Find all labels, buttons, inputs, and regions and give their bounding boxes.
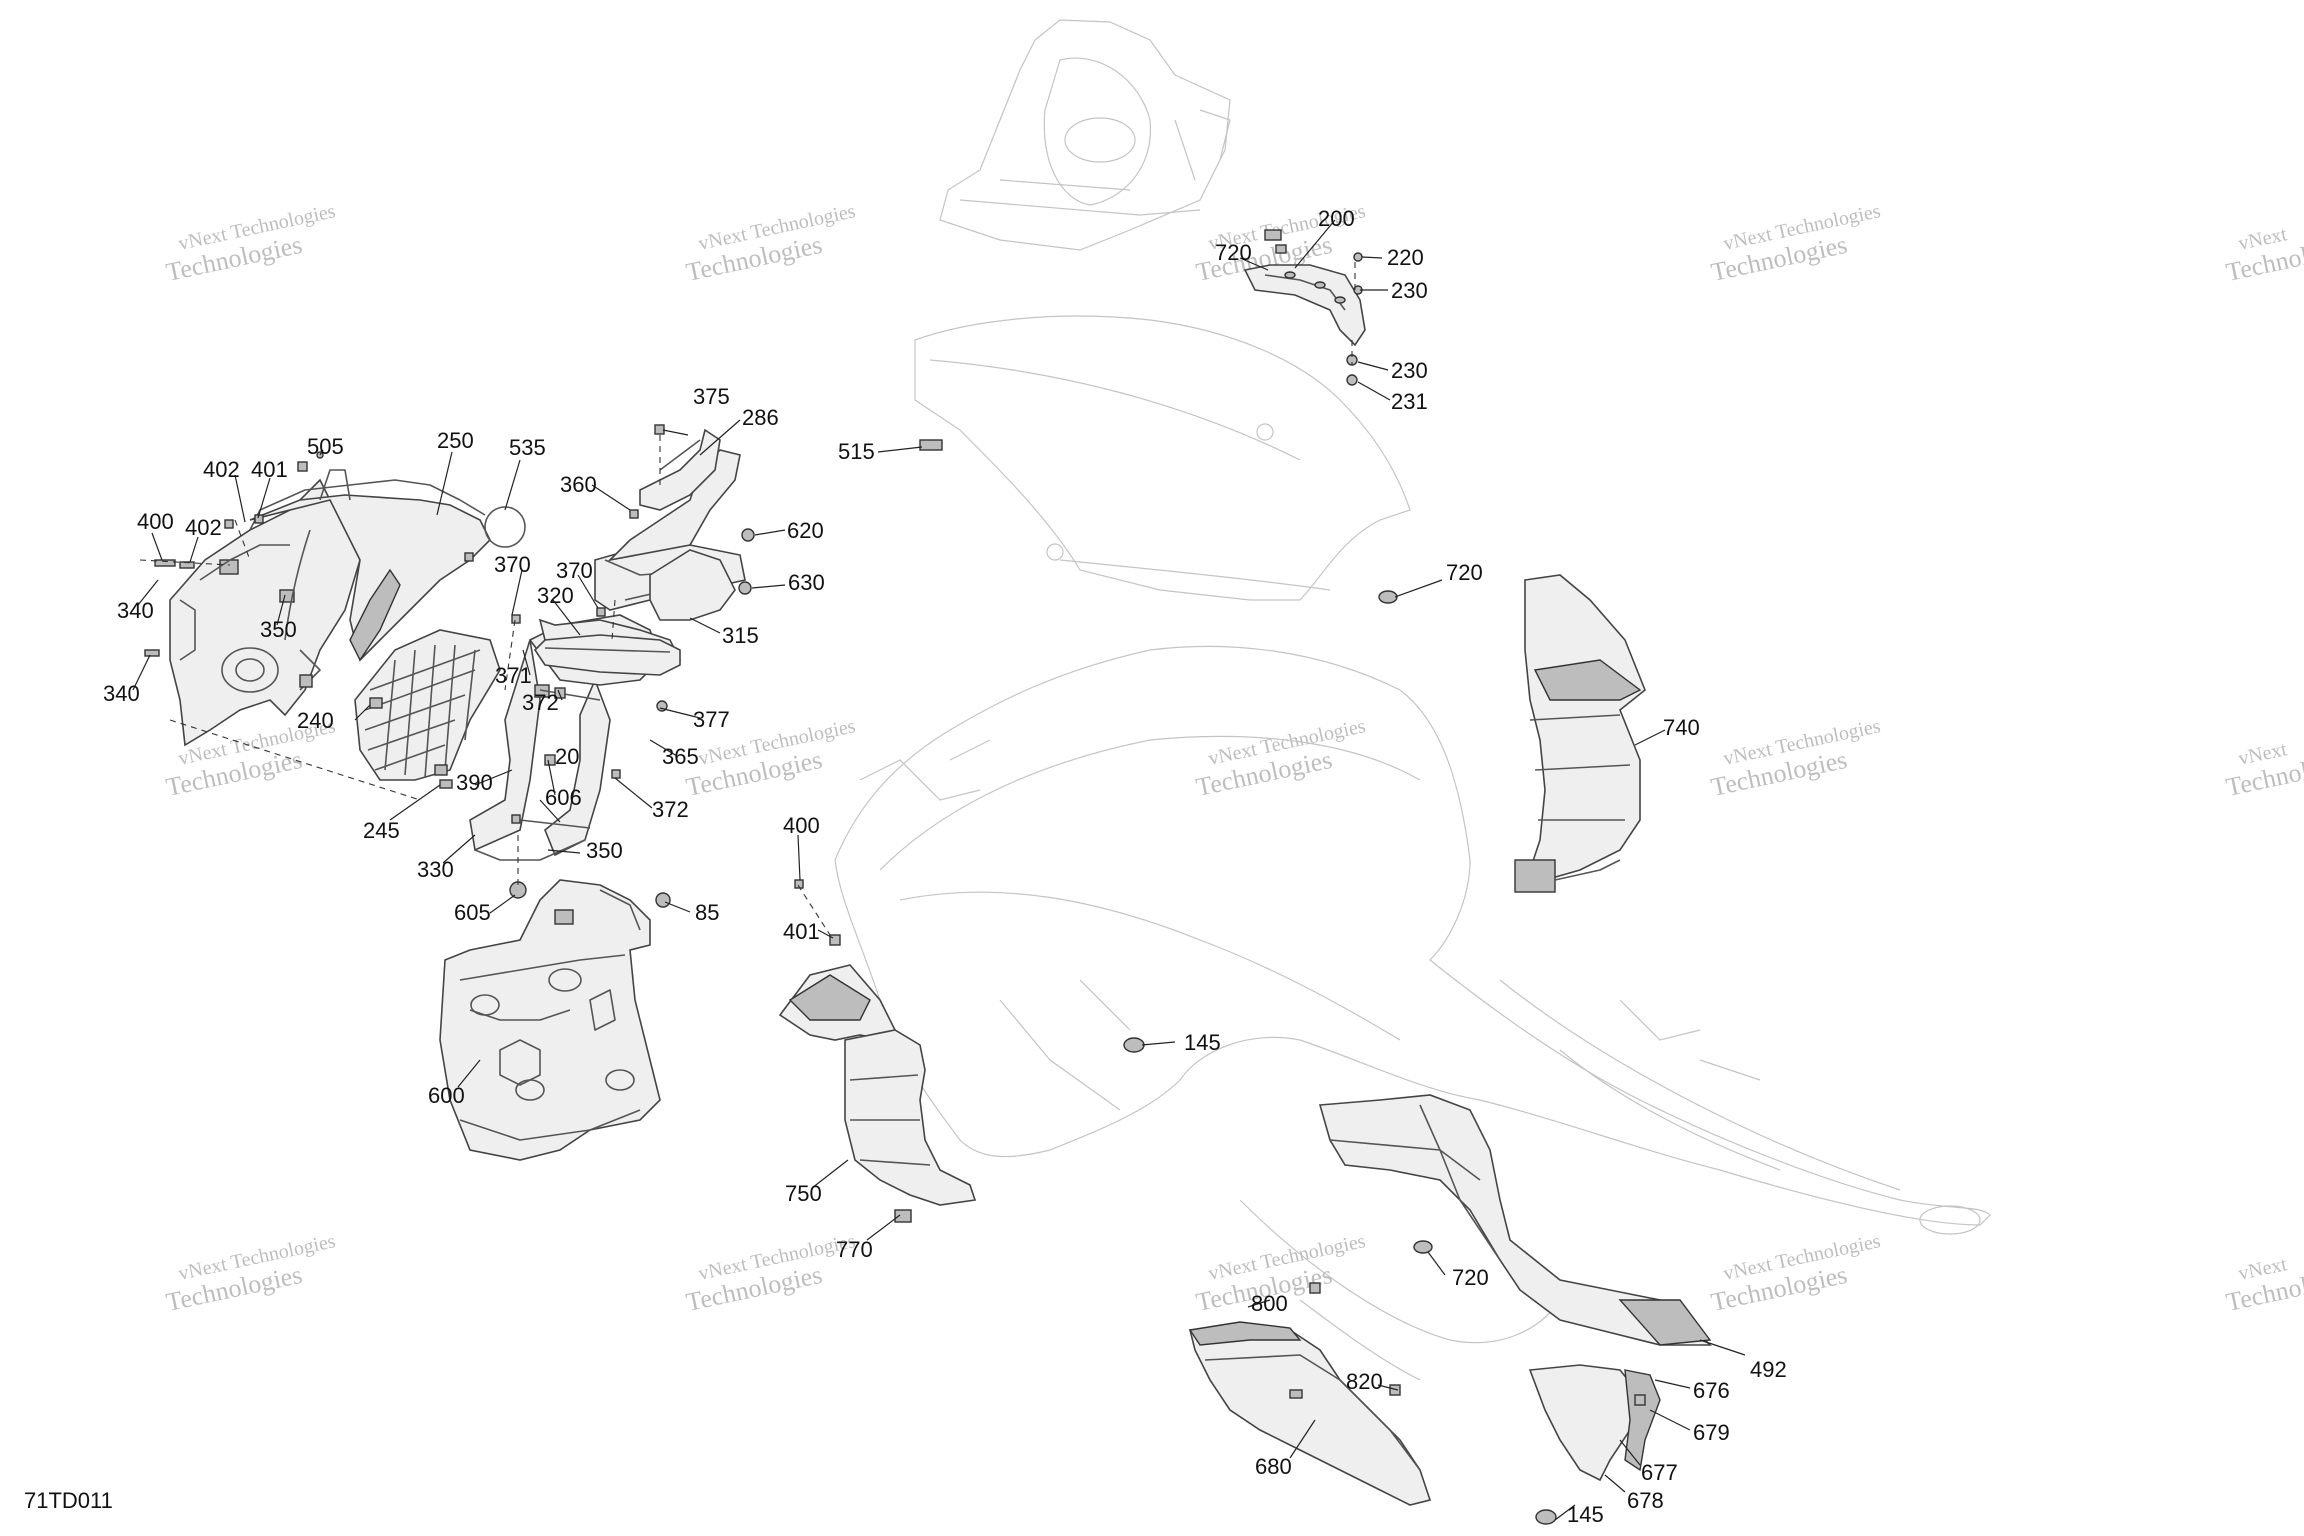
watermark: vNext Technologies Technologies bbox=[683, 200, 857, 287]
callout-220: 220 bbox=[1387, 245, 1424, 270]
callout-250: 250 bbox=[437, 428, 474, 453]
callout-20: 20 bbox=[555, 744, 579, 769]
callout-402: 402 bbox=[203, 457, 240, 482]
callout-370: 370 bbox=[556, 558, 593, 583]
callout-676: 676 bbox=[1693, 1378, 1730, 1403]
callout-350: 350 bbox=[586, 838, 623, 863]
watermark: vNext Technologies bbox=[2223, 1253, 2304, 1317]
callout-620: 620 bbox=[787, 518, 824, 543]
callout-350: 350 bbox=[260, 617, 297, 642]
callout-678: 678 bbox=[1627, 1488, 1664, 1513]
bracket-200 bbox=[1243, 229, 1366, 347]
callout-370: 370 bbox=[494, 552, 531, 577]
callout-677: 677 bbox=[1641, 1460, 1678, 1485]
fasteners bbox=[144, 244, 1646, 1525]
callout-245: 245 bbox=[363, 818, 400, 843]
callout-401: 401 bbox=[783, 919, 820, 944]
grille-240 bbox=[354, 629, 501, 781]
assembly-lines bbox=[139, 262, 1356, 936]
callout-402: 402 bbox=[185, 515, 222, 540]
watermark: vNext Technologies Technologies bbox=[1708, 1230, 1882, 1317]
callout-371: 371 bbox=[495, 663, 532, 688]
callout-372: 372 bbox=[522, 690, 559, 715]
callout-320: 320 bbox=[537, 583, 574, 608]
bracket-286 bbox=[639, 428, 721, 511]
callout-770: 770 bbox=[836, 1237, 873, 1262]
leader-lines bbox=[132, 219, 1746, 1521]
callout-720: 720 bbox=[1215, 240, 1252, 265]
callout-286: 286 bbox=[742, 405, 779, 430]
deflector-740 bbox=[1514, 574, 1646, 893]
callout-372: 372 bbox=[652, 797, 689, 822]
watermark: vNext Technologies Technologies bbox=[1708, 200, 1882, 287]
callout-230: 230 bbox=[1391, 278, 1428, 303]
callout-85: 85 bbox=[695, 900, 719, 925]
callout-401: 401 bbox=[251, 457, 288, 482]
callout-492: 492 bbox=[1750, 1357, 1787, 1382]
bracket-tube-320 bbox=[533, 634, 681, 676]
callout-231: 231 bbox=[1391, 389, 1428, 414]
callout-315: 315 bbox=[722, 623, 759, 648]
drawing-reference: 71TD011 bbox=[24, 1488, 113, 1513]
callout-750: 750 bbox=[785, 1181, 822, 1206]
callout-820: 820 bbox=[1346, 1369, 1383, 1394]
side-panel-492 bbox=[1318, 1094, 1712, 1346]
callout-800: 800 bbox=[1251, 1291, 1288, 1316]
callout-630: 630 bbox=[788, 570, 825, 595]
callout-230: 230 bbox=[1391, 358, 1428, 383]
callout-375: 375 bbox=[693, 384, 730, 409]
callout-labels: 505 250 535 402 401 400 402 340 350 340 … bbox=[103, 206, 1787, 1527]
callout-740: 740 bbox=[1663, 715, 1700, 740]
watermark: vNext Technologies Technologies bbox=[163, 200, 337, 287]
callout-360: 360 bbox=[560, 472, 597, 497]
callout-720: 720 bbox=[1452, 1265, 1489, 1290]
callout-600: 600 bbox=[428, 1083, 465, 1108]
callout-505: 505 bbox=[307, 434, 344, 459]
callout-340: 340 bbox=[103, 681, 140, 706]
watermark: vNext Technologies Technologies bbox=[1708, 715, 1882, 802]
watermark: vNext Technologies bbox=[2223, 223, 2304, 287]
callout-605: 605 bbox=[454, 900, 491, 925]
callout-679: 679 bbox=[1693, 1420, 1730, 1445]
callout-200: 200 bbox=[1318, 206, 1355, 231]
callout-145: 145 bbox=[1184, 1030, 1221, 1055]
skid-plate-600 bbox=[439, 879, 661, 1161]
callout-720: 720 bbox=[1446, 560, 1483, 585]
callout-145: 145 bbox=[1567, 1502, 1604, 1527]
ghost-body-frame bbox=[834, 645, 1991, 1381]
callout-515: 515 bbox=[838, 439, 875, 464]
headlight-housing-250 bbox=[169, 469, 491, 747]
ghost-side-panel-upper bbox=[914, 315, 1411, 601]
ghost-top-console bbox=[939, 19, 1231, 251]
callout-606: 606 bbox=[545, 785, 582, 810]
callout-535: 535 bbox=[509, 435, 546, 460]
callout-400: 400 bbox=[137, 509, 174, 534]
callout-240: 240 bbox=[297, 708, 334, 733]
callout-340: 340 bbox=[117, 598, 154, 623]
callout-377: 377 bbox=[693, 707, 730, 732]
watermark: vNext Technologies bbox=[2223, 738, 2304, 802]
deflector-750 bbox=[778, 964, 977, 1223]
side-panel-680 bbox=[1188, 1321, 1432, 1506]
watermark: vNext Technologies Technologies bbox=[1193, 715, 1367, 802]
callout-400: 400 bbox=[783, 813, 820, 838]
watermark: vNext Technologies Technologies bbox=[163, 1230, 337, 1317]
callout-365: 365 bbox=[662, 744, 699, 769]
mudguard-678 bbox=[1528, 1364, 1661, 1482]
callout-330: 330 bbox=[417, 857, 454, 882]
callout-390: 390 bbox=[456, 770, 493, 795]
callout-680: 680 bbox=[1255, 1454, 1292, 1479]
